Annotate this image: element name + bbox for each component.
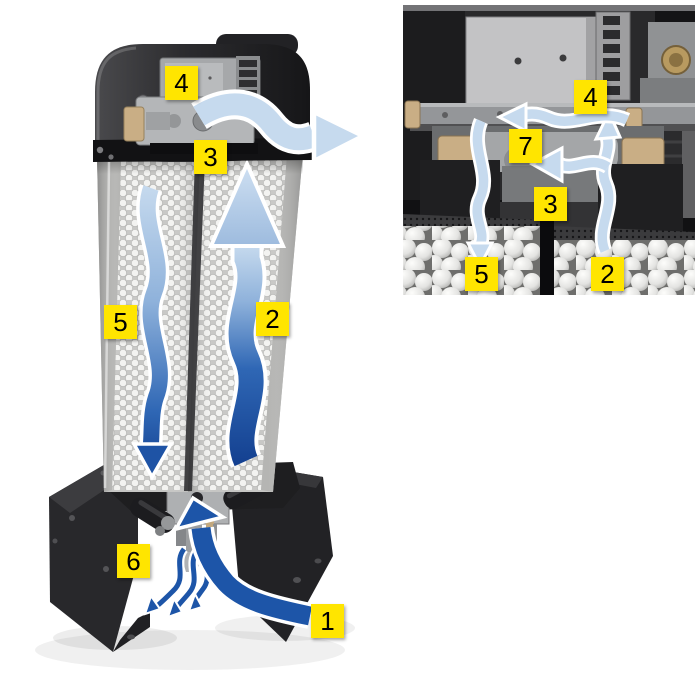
inset-callout-3: 3 (534, 187, 567, 221)
inset-callout-4: 4 (574, 80, 607, 114)
main-callout-1: 1 (311, 604, 344, 638)
outlet-air-arrow (191, 89, 369, 165)
regen-air-arrow-down (131, 184, 175, 481)
process-air-arrow-up (207, 159, 287, 468)
main-callout-5: 5 (104, 305, 137, 339)
main-callout-3: 3 (194, 140, 227, 174)
inset-callout-7: 7 (509, 129, 542, 163)
main-callout-6: 6 (117, 544, 150, 578)
inlet-air-arrow (172, 495, 313, 629)
inset-callout-5: 5 (465, 257, 498, 291)
main-callout-4: 4 (165, 66, 198, 100)
inset-flow-arrows (465, 101, 631, 270)
inset-callout-2: 2 (591, 257, 624, 291)
inset-detail-view (403, 5, 695, 295)
dryer-full-view (35, 34, 369, 670)
main-callout-2: 2 (256, 302, 289, 336)
